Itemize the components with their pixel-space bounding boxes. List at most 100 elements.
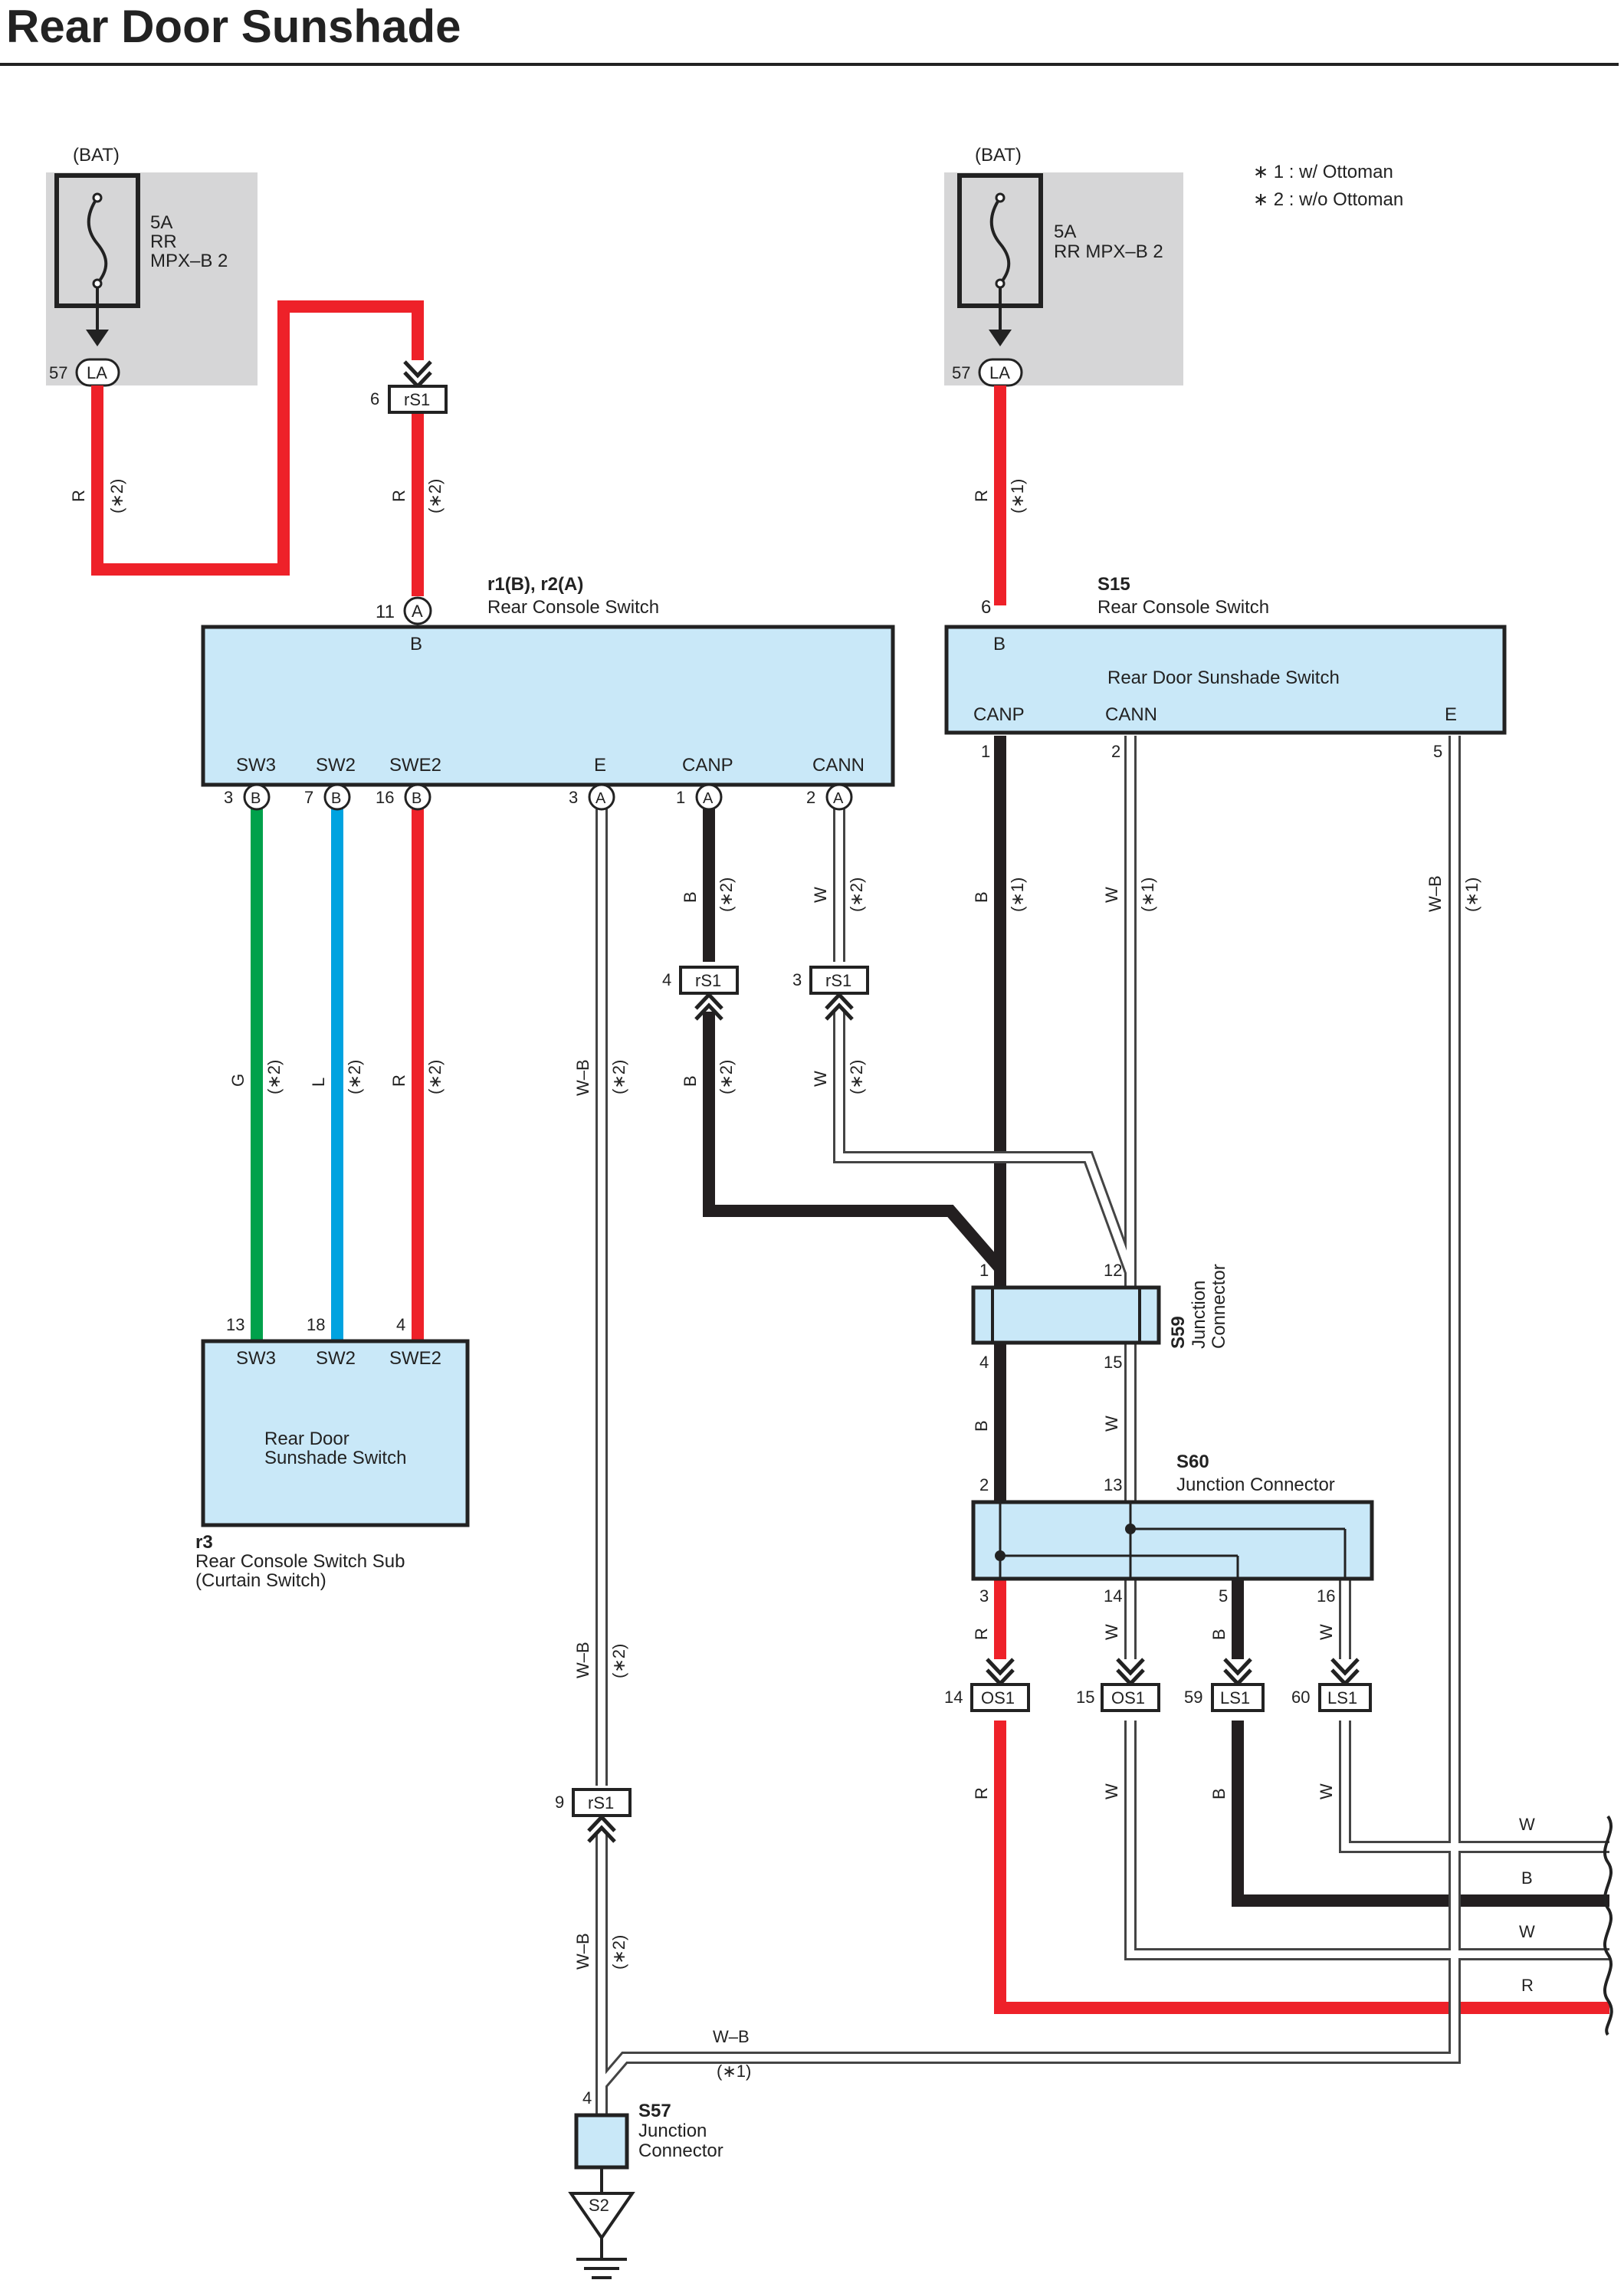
svg-text:(∗2): (∗2) — [717, 878, 736, 912]
connector-arrow-icon — [1330, 1658, 1360, 1676]
component-id: r1(B), r2(A) — [487, 574, 583, 595]
component-junction-connector-s57: 4 S57 Junction Connector — [574, 2088, 723, 2192]
svg-text:(∗2): (∗2) — [847, 1060, 866, 1094]
fuse-icon — [87, 196, 108, 285]
wire-break-icon — [1603, 1815, 1613, 2036]
pin-number: 5 — [1219, 1586, 1228, 1606]
fuse-arrow-icon — [989, 330, 1012, 346]
connector-arrow-icon — [986, 1658, 1015, 1676]
pin-number: 12 — [1104, 1261, 1122, 1280]
top-pin-number: 11 — [376, 602, 395, 622]
svg-text:R: R — [972, 1787, 991, 1799]
exit-label-w-mid: W — [1519, 1922, 1535, 1941]
svg-text:B: B — [1209, 1629, 1229, 1640]
connector-arrow-icon — [825, 992, 854, 1010]
svg-text:W: W — [1102, 1783, 1121, 1799]
connector-name: rS1 — [404, 390, 430, 409]
terminal-swe2: SWE2 — [389, 1348, 441, 1369]
wire-color-labels: R (∗2) R (∗2) R (∗1) B (∗2) W (∗2) B (∗1… — [69, 479, 1481, 1970]
svg-text:W: W — [811, 887, 830, 903]
svg-text:W: W — [1102, 1415, 1121, 1432]
wire-r-left-bat — [91, 300, 424, 576]
pin-number: 5 — [1433, 742, 1442, 761]
terminal-e: E — [1445, 704, 1457, 725]
pin-number: 7 — [304, 788, 313, 807]
connector-name: LS1 — [1327, 1688, 1357, 1707]
pin-conn: A — [833, 790, 844, 807]
component-id: S57 — [638, 2101, 671, 2121]
exit-label-r: R — [1521, 1976, 1534, 1995]
svg-text:(∗1): (∗1) — [1008, 878, 1027, 912]
ground-id: S2 — [589, 2196, 609, 2215]
pin-conn: B — [251, 790, 261, 807]
terminal-cann: CANN — [812, 755, 864, 776]
pin-number: 2 — [1111, 742, 1120, 761]
pin-number: 4 — [396, 1315, 405, 1334]
pin-number: 15 — [1104, 1353, 1122, 1372]
pin-number: 4 — [582, 2088, 592, 2108]
svg-text:(∗2): (∗2) — [609, 1060, 628, 1094]
svg-text:(∗2): (∗2) — [425, 1060, 445, 1094]
svg-text:B: B — [972, 1420, 991, 1432]
pin-conn: B — [412, 790, 422, 807]
svg-text:W: W — [1317, 1624, 1336, 1640]
fuse-name-line2: MPX–B 2 — [150, 251, 228, 271]
fuse-name-line1: RR MPX–B 2 — [1054, 241, 1163, 262]
connector-rs1-9: rS1 9 — [555, 1788, 632, 1843]
fuse-rr-mpx-b2-left: (BAT) 5A RR MPX–B 2 LA 57 — [46, 145, 258, 387]
pin-number: 16 — [1317, 1586, 1335, 1606]
pin-number: 16 — [376, 788, 394, 807]
component-rear-console-switch-s15: S15 Rear Console Switch 6 B Rear Door Su… — [944, 574, 1507, 761]
fuse-pin-label: 57 — [952, 363, 970, 382]
svg-text:R: R — [69, 490, 88, 502]
fuse-icon — [989, 196, 1011, 285]
connector-name: rS1 — [825, 971, 851, 990]
fuse-rr-mpx-b2-right: (BAT) 5A RR MPX–B 2 LA 57 — [944, 145, 1183, 387]
connector-rs1-3: rS1 3 — [792, 966, 869, 1021]
wires-black — [703, 736, 1609, 1907]
svg-text:B: B — [681, 1075, 700, 1087]
svg-text:W: W — [1317, 1783, 1336, 1799]
svg-text:(∗1): (∗1) — [1008, 479, 1027, 513]
terminal-sw2: SW2 — [316, 1348, 356, 1369]
pin-number: 3 — [224, 788, 233, 807]
connector-rs1-4: rS1 4 — [662, 966, 739, 1021]
pin-number: 3 — [569, 788, 578, 807]
svg-text:R: R — [972, 490, 991, 502]
pin-number: 1 — [981, 742, 990, 761]
top-terminal: B — [993, 634, 1006, 654]
connector-pin: 59 — [1184, 1688, 1202, 1707]
connector-pin: 14 — [944, 1688, 963, 1707]
component-name: Junction Connector — [1176, 1475, 1335, 1495]
terminal-e: E — [594, 755, 606, 776]
svg-text:B: B — [972, 891, 991, 903]
wire-label-wb-horizontal: W–B — [713, 2027, 750, 2046]
pin-conn: B — [331, 790, 341, 807]
exit-label-b: B — [1521, 1868, 1533, 1888]
connector-name: OS1 — [1111, 1688, 1145, 1707]
pin-number: 13 — [226, 1315, 244, 1334]
junction-dot — [995, 1550, 1006, 1561]
fuse-pin-label: 57 — [49, 363, 67, 382]
connector-pin: 3 — [792, 970, 802, 989]
svg-text:W: W — [1102, 887, 1121, 903]
fuse-source-label: (BAT) — [73, 145, 120, 166]
svg-text:W–B: W–B — [573, 1059, 592, 1096]
fuse-amp: 5A — [1054, 221, 1076, 242]
svg-text:(∗2): (∗2) — [107, 479, 126, 513]
component-id: S15 — [1097, 574, 1130, 595]
svg-text:(∗2): (∗2) — [609, 1644, 628, 1678]
legend-note-2: ∗ 2 : w/o Ottoman — [1253, 189, 1403, 210]
terminal-sw3: SW3 — [236, 1348, 276, 1369]
svg-text:W: W — [1102, 1624, 1121, 1640]
component-id: S60 — [1176, 1452, 1209, 1472]
terminal-sw3: SW3 — [236, 755, 276, 776]
component-inner-label: Rear Door Sunshade Switch — [1107, 668, 1340, 688]
pin-number: 18 — [307, 1315, 325, 1334]
legend-note-1: ∗ 1 : w/ Ottoman — [1253, 162, 1393, 182]
component-name-2: (Curtain Switch) — [195, 1570, 326, 1591]
pin-number: 4 — [979, 1353, 989, 1372]
pin-number: 13 — [1104, 1475, 1122, 1494]
component-name: Rear Console Switch Sub — [195, 1551, 405, 1572]
ground-icon — [568, 2192, 635, 2241]
